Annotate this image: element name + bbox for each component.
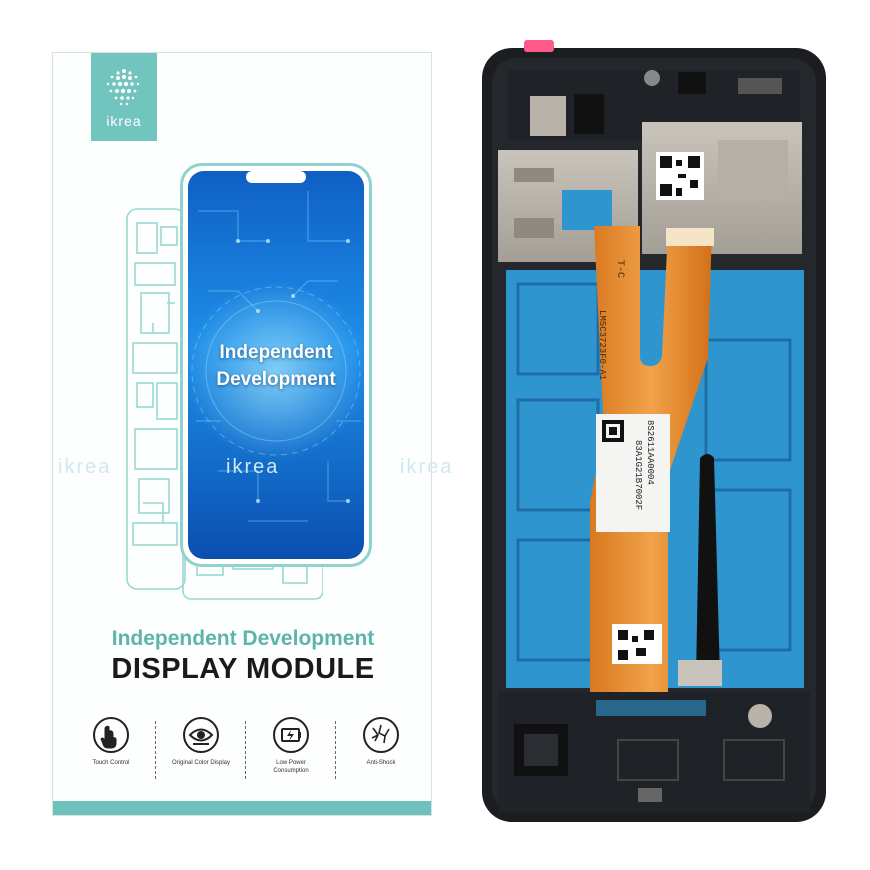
sticker-line-1: 8S2611AA0004 — [645, 420, 655, 485]
feature-label: Anti-Shock — [366, 760, 396, 766]
touch-hand-icon — [93, 717, 129, 753]
phone-illustration: Independent Development — [180, 163, 372, 567]
logo-text: ikrea — [106, 113, 142, 129]
circuit-background-graphic — [188, 171, 364, 559]
feature-color-display: Original Color Display — [169, 717, 233, 767]
screen-headline: Independent Development — [216, 342, 336, 390]
phone-screen: Independent Development — [188, 171, 364, 559]
watermark-text: ikrea — [58, 456, 112, 478]
eye-icon — [183, 717, 219, 753]
box-title: DISPLAY MODULE — [111, 653, 375, 685]
protective-film-tab — [524, 40, 554, 52]
watermark-text: ikrea — [226, 456, 280, 478]
cable-label-tc: T-C — [614, 260, 625, 278]
feature-label: Touch Control — [92, 760, 130, 766]
feature-divider — [245, 721, 246, 779]
watermark-text: ikrea — [400, 456, 454, 478]
feature-anti-shock: Anti-Shock — [349, 717, 413, 767]
black-stiffener — [696, 454, 720, 678]
feature-divider — [335, 721, 336, 779]
sticker-line-2: 83A1G21B7002F — [633, 440, 643, 510]
brand-logo: ikrea — [91, 53, 157, 141]
box-subtitle: Independent Development — [111, 627, 375, 650]
cracked-glass-icon — [363, 717, 399, 753]
feature-label: Low Power Consumption — [273, 760, 309, 774]
brand-color-bar — [53, 801, 431, 815]
product-box: ikrea — [52, 52, 432, 816]
feature-row: Touch Control Original Color Display Low… — [71, 717, 415, 787]
feature-low-power: Low Power Consumption — [259, 717, 323, 775]
display-module-photo: T-C LM5C3723F0-A1 8S2611AA0004 83A1G21B7… — [482, 40, 826, 822]
feature-divider — [155, 721, 156, 779]
cable-label-code: LM5C3723F0-A1 — [597, 310, 607, 380]
battery-icon — [273, 717, 309, 753]
feature-touch-control: Touch Control — [79, 717, 143, 767]
logo-dots-icon — [106, 69, 140, 106]
feature-label: Original Color Display — [171, 760, 231, 766]
